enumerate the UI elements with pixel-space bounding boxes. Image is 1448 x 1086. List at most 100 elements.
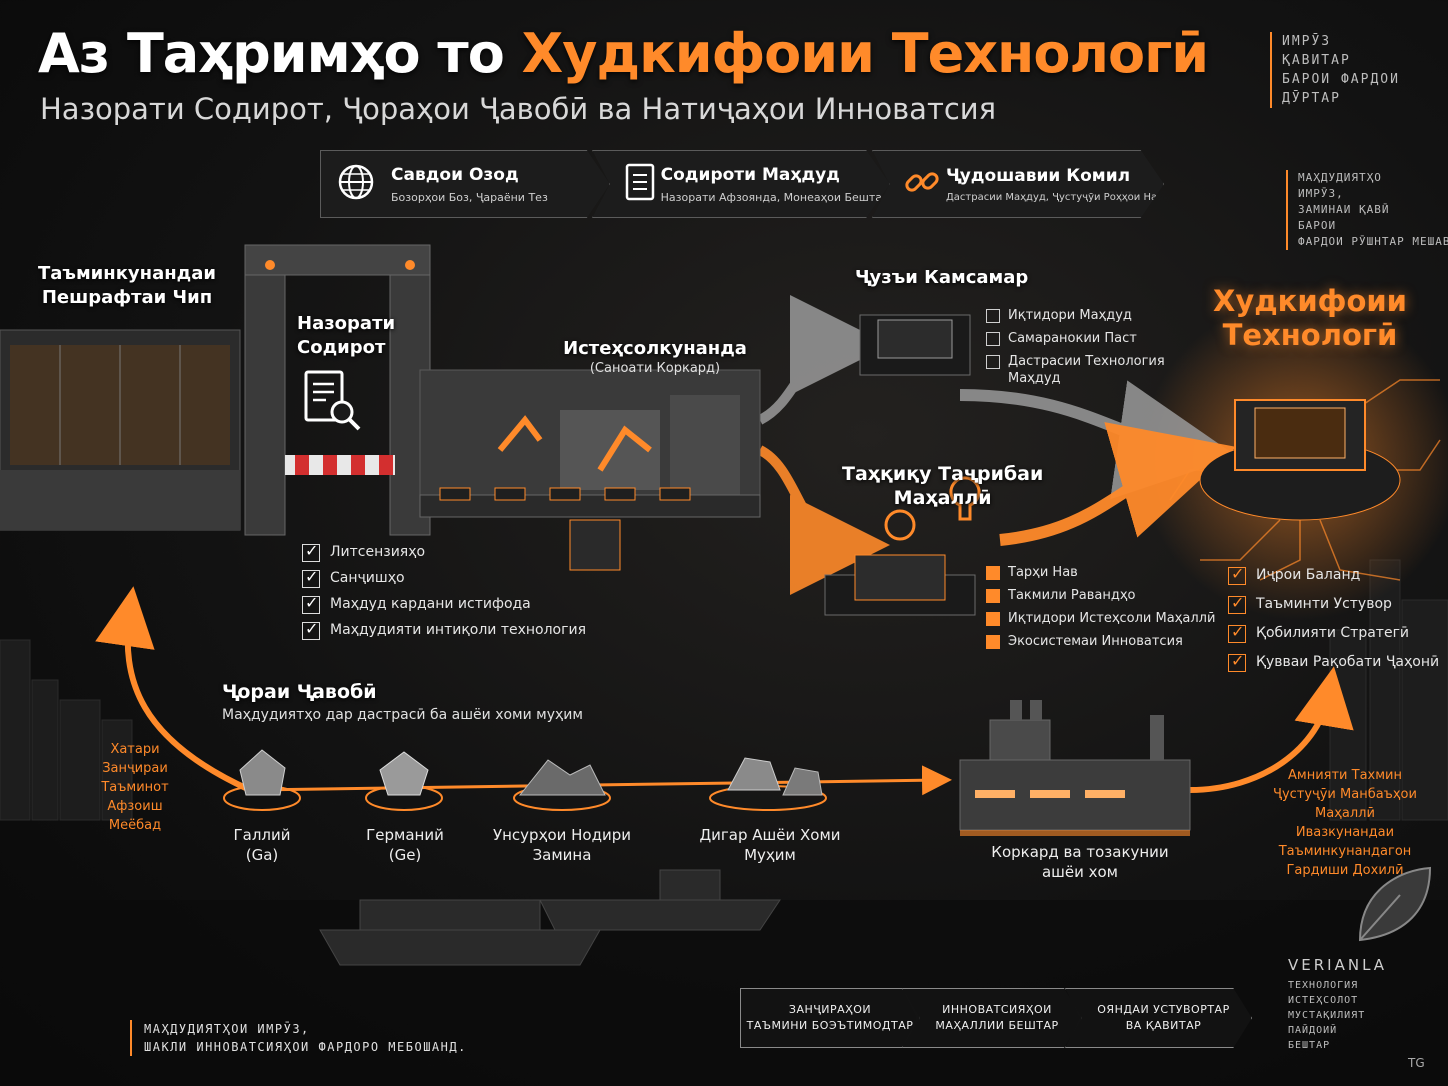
chevron-title: Савдои Озод <box>391 164 519 185</box>
countermeasures-title: Ҷораи Ҷавобӣ <box>222 681 377 703</box>
self-sufficiency-chip <box>1199 399 1401 521</box>
checklist-text: Маҳдудияти интиқоли технология <box>330 622 586 638</box>
list-text: Қобилияти Стратегӣ <box>1256 625 1410 641</box>
chevron-title: Ҷудошавии Комил <box>945 165 1131 186</box>
policy-chevrons: Савдои Озод Бозорҳои Боз, Ҷараёни Тез Со… <box>320 150 1165 218</box>
note-line: ҚАВИТАР <box>1282 53 1351 68</box>
local-rnd-title: Таҳқиқу Таҷрибаи Маҳаллӣ <box>842 462 1043 510</box>
globe-icon <box>338 164 374 200</box>
note-line: Хатари <box>110 742 160 757</box>
note-line: Ивазкунандаи Таъминкунандагон <box>1278 825 1412 859</box>
checklist-item: Маҳдуд кардани истифода <box>302 593 586 614</box>
mineral-name: Унсурҳои Нодири <box>492 826 631 844</box>
countermeasures-subtitle: Маҳдудиятҳо дар дастрасӣ ба ашёи хоми му… <box>222 707 583 723</box>
note-line: Гардиши Дохилӣ <box>1286 863 1404 878</box>
broken-link-icon <box>905 172 940 192</box>
note-line: ФАРДОИ РӮШНТАР МЕШАВАНД. <box>1298 235 1448 248</box>
list-text: Иқтидори Маҳдуд <box>1008 308 1132 323</box>
weak-part-title: Ҷузъи Камсамар <box>855 267 1029 288</box>
note-line: Занҷираи <box>102 761 168 776</box>
list-text: Дастрасии Технология <box>1008 354 1165 369</box>
top-right-note: ИМРӮЗ ҚАВИТАР БАРОИ ФАРДОИ ДӮРТАР <box>1270 32 1400 108</box>
mineral-rare-earth: Унсурҳои Нодири Замина <box>492 825 632 865</box>
list-item: Тарҳи Нав <box>986 565 1215 580</box>
list-text: Қувваи Рақобати Ҷаҳонӣ <box>1256 654 1440 670</box>
self-sufficiency-title: Худкифоии Технологӣ <box>1210 284 1410 352</box>
checkbox-checked-icon <box>302 541 320 562</box>
list-item: Қувваи Рақобати Ҷаҳонӣ <box>1228 651 1440 672</box>
mineral-icons <box>223 749 827 811</box>
document-icon <box>625 163 655 201</box>
risk-note: Хатари Занҷираи Таъминот Афзоиш Меёбад <box>80 740 190 835</box>
chevron-free-trade: Савдои Озод Бозорҳои Боз, Ҷараёни Тез <box>320 150 610 218</box>
list-item: Иҷрои Баланд <box>1228 564 1439 585</box>
list-item: Қобилияти Стратегӣ <box>1228 622 1439 643</box>
bullet-square-icon <box>986 612 1000 626</box>
checklist-text: Маҳдуд кардани истифода <box>330 596 531 612</box>
mineral-symbol: (Ga) <box>245 846 279 864</box>
note-line: ДӮРТАР <box>1282 91 1341 106</box>
checkbox-empty-icon <box>986 355 1000 369</box>
note-line: Таъминот <box>101 780 169 795</box>
list-item: Иқтидори Маҳдуд <box>986 308 1165 323</box>
supplier-line: Таъминкунандаи <box>38 263 216 284</box>
page-subtitle: Назорати Содирот, Ҷораҳои Ҷавобӣ ва Нати… <box>40 92 997 126</box>
chevron-line: ИННОВАТСИЯҲОИ <box>942 1003 1052 1016</box>
export-line: Содирот <box>297 337 386 358</box>
leaf-logo <box>1358 866 1432 942</box>
list-item: Маҳдуд <box>986 371 1165 386</box>
chevron-subtitle: Бозорҳои Боз, Ҷараёни Тез <box>391 190 548 204</box>
rnd-line: Таҳқиқу Таҷрибаи <box>842 463 1044 485</box>
list-text: Иҷрои Баланд <box>1256 567 1361 583</box>
document-search-icon <box>304 370 361 431</box>
list-text: Экосистемаи Инноватсия <box>1008 634 1183 649</box>
self-line: Худкифоии <box>1212 284 1408 318</box>
supplier-line: Пешрафтаи Чип <box>41 287 213 308</box>
chevron-subtitle: Назорати Афзоянда, Монеаҳои Бештар <box>660 190 889 204</box>
rnd-chip <box>824 476 981 616</box>
manufacturer-label: Истеҳсолкунанда (Саноати Коркард) <box>560 337 750 376</box>
chevron-limited-export: Содироти Маҳдуд Назорати Афзоянда, Монеа… <box>592 150 890 218</box>
checkbox-checked-icon <box>302 619 320 640</box>
note-line: Афзоиш Меёбад <box>107 799 163 833</box>
chevron-subtitle: Дастрасии Маҳдуд, Ҷустуҷӯи Роҳҳои Нав <box>945 191 1163 203</box>
checkbox-checked-icon <box>1228 564 1246 585</box>
list-item: Таъминти Устувор <box>1228 593 1439 614</box>
outcome-note: Амнияти Тахмин Ҷустуҷӯи Манбаъҳои Маҳалл… <box>1245 766 1445 880</box>
tagline-line: МУСТАҚИЛИЯТ <box>1288 1010 1366 1021</box>
note-line: БАРОИ ФАРДОИ <box>1282 72 1400 87</box>
note-line: ИМРӮЗ <box>1282 34 1332 49</box>
chevron-line: ЗАНҶИРАҲОИ <box>788 1003 872 1016</box>
mineral-symbol: (Ge) <box>388 846 422 864</box>
note-line: МАҲДУДИЯТҲОИ ИМРӮЗ, <box>144 1022 310 1036</box>
checkbox-checked-icon <box>1228 593 1246 614</box>
bottom-note: МАҲДУДИЯТҲОИ ИМРӮЗ, ШАКЛИ ИННОВАТСИЯҲОИ … <box>130 1020 467 1056</box>
checkbox-checked-icon <box>302 593 320 614</box>
checklist-item: Санҷишҳо <box>302 567 586 588</box>
local-rnd-list: Тарҳи Нав Такмили Равандҳо Иқтидори Исте… <box>986 565 1215 657</box>
checkbox-checked-icon <box>1228 622 1246 643</box>
list-text: Таъминти Устувор <box>1256 596 1392 612</box>
brand-initials: TG <box>1408 1056 1425 1070</box>
bullet-square-icon <box>986 566 1000 580</box>
checklist-text: Литсензияҳо <box>330 544 426 560</box>
list-text: Тарҳи Нав <box>1008 565 1078 580</box>
checkbox-empty-icon <box>986 332 1000 346</box>
tagline-line: БЕШТАР <box>1288 1040 1331 1051</box>
bullet-square-icon <box>986 635 1000 649</box>
rnd-line: Маҳаллӣ <box>893 487 992 509</box>
brand-tagline: ТЕХНОЛОГИЯ ИСТЕҲСОЛОТ МУСТАҚИЛИЯТ ПАЙДОИ… <box>1288 978 1387 1053</box>
mineral-name: Галлий <box>233 826 291 844</box>
list-text: Самаранокии Паст <box>1008 331 1137 346</box>
chevron-line: ОЯНДАИ УСТУВОРТАР <box>1097 1003 1230 1016</box>
processing-line: ашёи хом <box>1041 863 1119 881</box>
chevron-full-decoupling: Ҷудошавии Комил Дастрасии Маҳдуд, Ҷустуҷ… <box>872 150 1164 218</box>
tagline-line: ИСТЕҲСОЛОТ <box>1288 995 1359 1006</box>
mineral-other: Дигар Ашёи Хоми Муҳим <box>695 825 845 865</box>
note-line: ИМРӮЗ, <box>1298 187 1344 200</box>
